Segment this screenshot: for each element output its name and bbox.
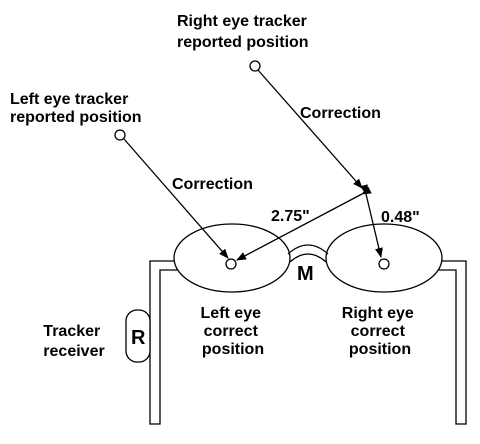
left-tracker-label: Left eye tracker reported position	[10, 91, 142, 126]
nose-bridge	[287, 244, 329, 255]
right-tracker-reported-dot	[249, 60, 261, 72]
tracker-receiver-box	[125, 309, 151, 363]
right-eye-correct-label: Right eye correct position	[342, 305, 418, 358]
right-eye-correct-dot	[378, 258, 390, 270]
distance-arrow-left	[236, 186, 372, 261]
right-lens	[325, 223, 443, 293]
right-temple-arm	[436, 260, 467, 425]
correction-label-right: Correction	[300, 105, 381, 122]
distance-label-right: 0.48"	[381, 209, 420, 226]
left-correction-arrow	[123, 138, 229, 259]
left-tracker-reported-dot	[114, 129, 126, 141]
left-eye-correct-label: Left eye correct position	[201, 305, 266, 358]
tracker-receiver-label: Tracker receiver	[43, 323, 104, 360]
nose-marker: M	[297, 263, 314, 285]
receiver-letter: R	[131, 327, 146, 349]
left-temple-arm	[149, 260, 180, 425]
right-tracker-label: Right eye tracker reported position	[177, 13, 311, 51]
nose-bridge-inner	[289, 253, 327, 263]
left-eye-correct-dot	[225, 258, 237, 270]
left-lens	[173, 223, 291, 293]
distance-arrow-right	[360, 184, 383, 258]
correction-label-left: Correction	[172, 176, 253, 193]
right-correction-arrow	[257, 69, 363, 189]
distance-label-left: 2.75"	[271, 208, 310, 225]
